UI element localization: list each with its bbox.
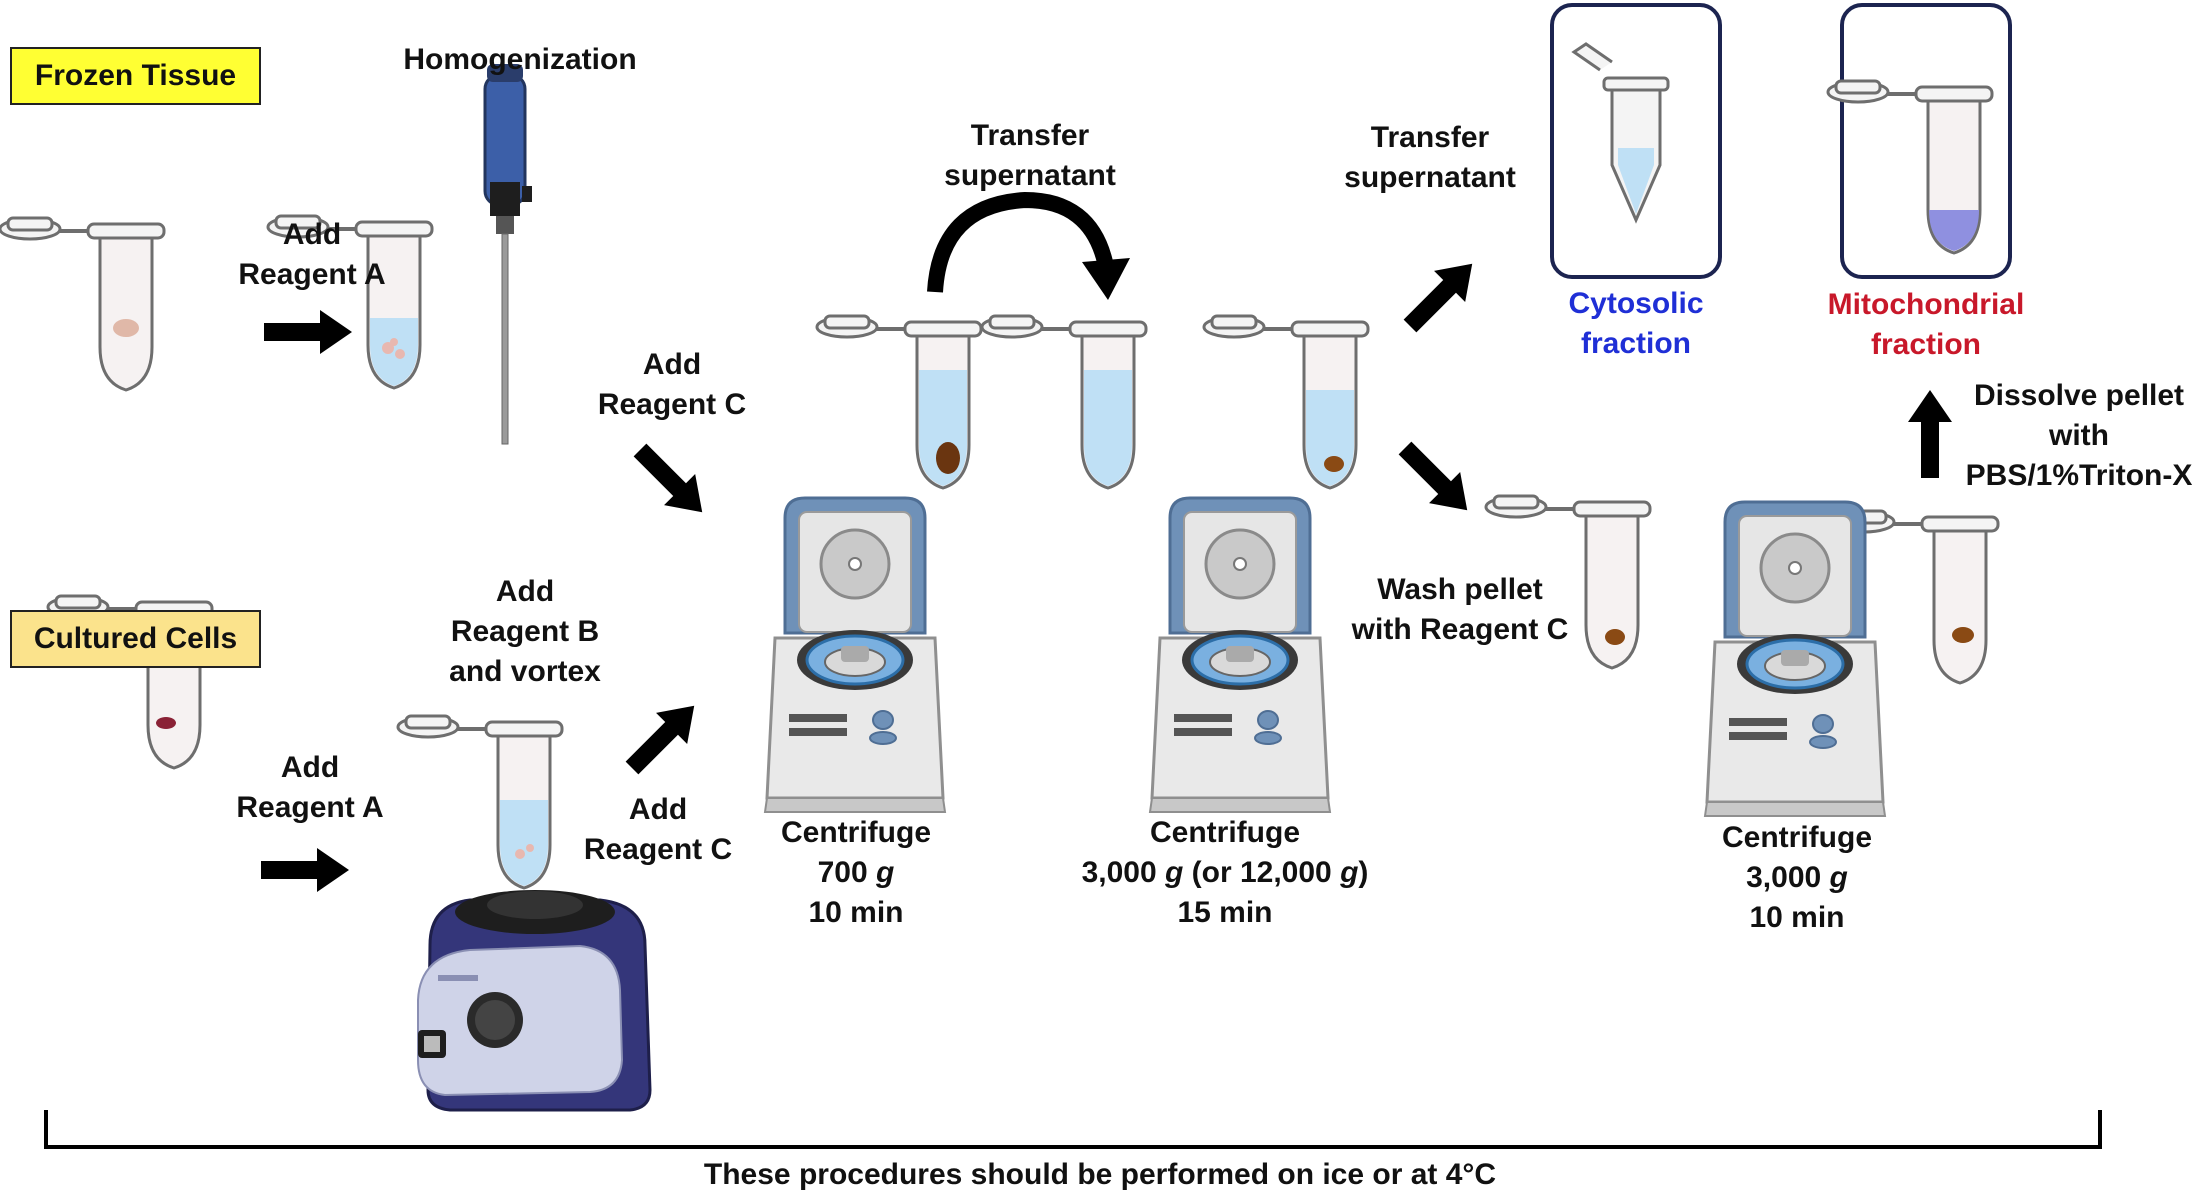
frozen-tissue-tag: Frozen Tissue	[10, 47, 261, 105]
arrow-wash-down	[1389, 432, 1483, 526]
centrifuge-2	[1148, 496, 1332, 814]
arrow-transfer-up	[1394, 248, 1488, 342]
tube-washed-pellet	[1484, 494, 1652, 670]
cultured-cells-tag: Cultured Cells	[10, 610, 261, 668]
mitochondrial-fraction-box	[1826, 3, 2012, 279]
cytosolic-fraction-box	[1550, 3, 1722, 279]
centrifuge-1-label: Centrifuge 700 g 10 min	[781, 816, 931, 929]
centrifuge-3	[1703, 500, 1887, 818]
bottom-bracket	[44, 1110, 2102, 1149]
footer-note: These procedures should be performed on …	[703, 1158, 1497, 1191]
tube-homogenized	[266, 214, 434, 390]
homogenizer	[483, 64, 532, 445]
arrow-add-reagent-a-bottom	[261, 848, 349, 892]
homogenization-label: Homogenization	[403, 43, 637, 76]
arrow-dissolve-up	[1908, 390, 1952, 478]
arrow-add-reagent-c-top	[624, 434, 718, 528]
tube-pellet-1	[815, 314, 983, 490]
tube-frozen-tissue	[0, 216, 166, 392]
tube-vortex	[396, 714, 564, 890]
tube-final-pellet	[1832, 509, 2000, 685]
centrifuge-3-label: Centrifuge 3,000 g 10 min	[1722, 821, 1872, 934]
centrifuge-2-label: Centrifuge 3,000 g (or 12,000 g) 15 min	[1081, 816, 1369, 929]
tube-cultured-cells	[46, 594, 214, 770]
arrow-add-reagent-c-bottom	[616, 690, 710, 784]
vortex-mixer	[417, 890, 652, 1112]
tube-supernatant-1	[980, 314, 1148, 490]
arrow-add-reagent-a-top	[264, 310, 352, 354]
transfer-curved-arrow	[927, 191, 1130, 300]
centrifuge-1	[763, 496, 947, 814]
tube-pellet-2	[1202, 314, 1370, 490]
